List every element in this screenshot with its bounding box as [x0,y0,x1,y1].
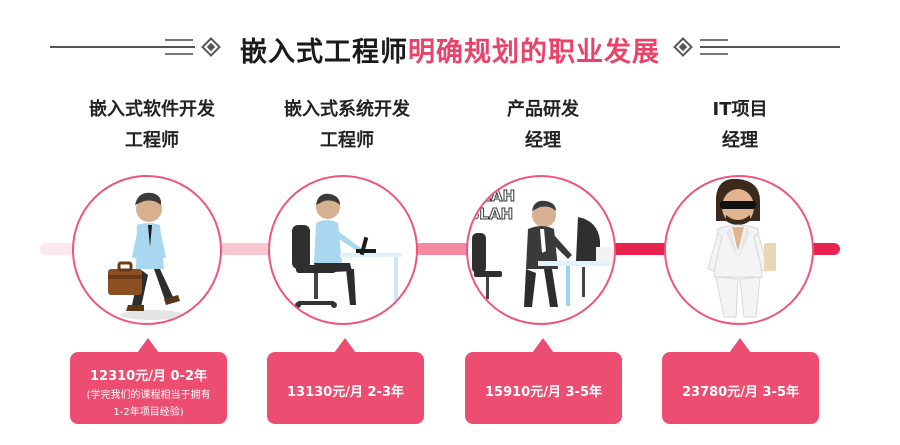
stage-3-title-line2: 经理 [525,130,561,151]
stage-4-title: IT项目 经理 [650,94,830,156]
stage-1-note-line2: 1-2年项目经验) [113,407,184,418]
man-at-laptop-desk-icon [292,193,402,308]
stage-4-title-line2: 经理 [722,130,758,151]
header-left-stripe-2 [165,53,193,55]
stage-3-illustration: BLAH BLAH [466,175,616,325]
header-left-rule [50,46,195,48]
stage-4-illustration [664,175,814,325]
header-left-stripe-1 [165,39,193,41]
stage-1-salary-card: 12310元/月 0-2年 (学完我们的课程相当于拥有 1-2年项目经验) [70,338,227,424]
stage-1-title-line2: 工程师 [125,130,179,151]
page-title-main: 嵌入式工程师 [240,37,408,68]
stage-3-salary: 15910元/月 3-5年 [485,385,602,400]
header-right-stripe-1 [700,39,728,41]
manager-at-meeting-desk-blah-icon: BLAH BLAH [468,187,614,307]
stage-2-title: 嵌入式系统开发 工程师 [257,94,437,156]
header-right-stripe-2 [700,53,728,55]
stage-2-title-line1: 嵌入式系统开发 [284,99,410,120]
blah-bubble-text-1: BLAH [470,187,515,205]
blah-bubble-text-2: BLAH [468,205,513,223]
walking-man-with-briefcase-icon [108,192,184,320]
stage-4-salary: 23780元/月 3-5年 [682,385,799,400]
header-right-rule [700,46,840,48]
stage-2-illustration [268,175,418,325]
stage-3-salary-card: 15910元/月 3-5年 [465,338,622,424]
stage-2-salary: 13130元/月 2-3年 [287,385,404,400]
stage-4-salary-card: 23780元/月 3-5年 [662,338,819,424]
stage-3-title: 产品研发 经理 [453,94,633,156]
stage-3-title-line1: 产品研发 [507,99,579,120]
stage-1-note-line1: (学完我们的课程相当于拥有 [86,390,211,401]
page-title: 嵌入式工程师明确规划的职业发展 [0,30,900,69]
stage-1-salary: 12310元/月 0-2年 [90,369,207,384]
stage-4-title-line1: IT项目 [712,99,768,120]
stage-1-illustration [72,175,222,325]
page-title-accent: 明确规划的职业发展 [408,37,660,68]
stage-1-title-line1: 嵌入式软件开发 [89,99,215,120]
header: 嵌入式工程师明确规划的职业发展 [0,22,900,72]
stage-2-title-line2: 工程师 [320,130,374,151]
man-in-white-suit-sunglasses-icon [707,178,776,318]
stage-2-salary-card: 13130元/月 2-3年 [267,338,424,424]
stage-1-title: 嵌入式软件开发 工程师 [62,94,242,156]
